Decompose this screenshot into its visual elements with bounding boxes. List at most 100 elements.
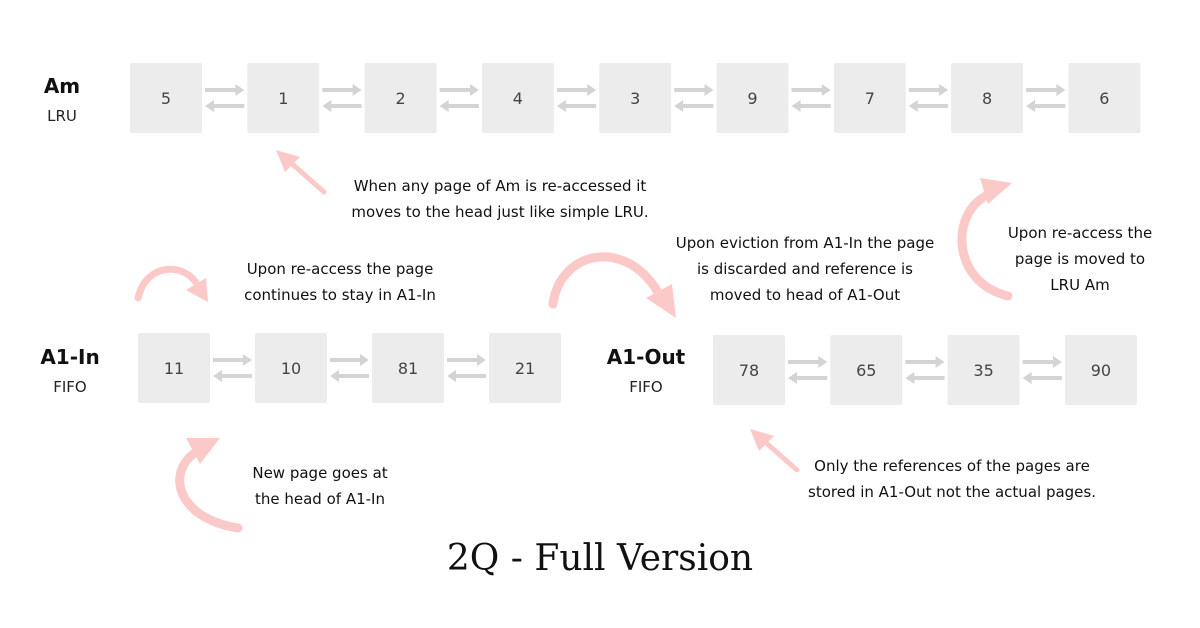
am-page-box: [833, 63, 906, 133]
am-page-label: 2: [396, 89, 406, 108]
a1in-page-box: [372, 333, 444, 403]
am-page-label: 4: [513, 89, 523, 108]
a1in-connector: [213, 354, 252, 382]
am-page-label: 5: [161, 89, 171, 108]
callout-arrow-eviction: [548, 252, 676, 318]
a1out-page-label: 90: [1091, 361, 1111, 380]
note-am-reaccess-line-1: When any page of Am is re-accessed it: [353, 177, 647, 195]
note-a1out-reaccess-line-2: page is moved to: [1014, 250, 1146, 268]
am-page-box: [951, 63, 1024, 133]
am-page-node: 2: [364, 63, 437, 133]
am-page-node: 4: [481, 63, 554, 133]
a1out-page-node: 90: [1064, 335, 1137, 405]
a1out-connector: [1022, 356, 1062, 384]
am-connector: [791, 84, 831, 112]
am-page-box: [247, 63, 320, 133]
a1out-page-label: 35: [973, 361, 993, 380]
am-page-box: [599, 63, 672, 133]
a1in-page-node: 10: [255, 333, 327, 403]
am-page-node: 6: [1068, 63, 1141, 133]
note-eviction-line-3: moved to head of A1-Out: [709, 286, 901, 304]
a1out-page-box: [947, 335, 1020, 405]
callout-arrow-am-head: [276, 150, 327, 195]
am-page-label: 7: [865, 89, 875, 108]
a1in-page-box: [489, 333, 561, 403]
am-page-node: 3: [599, 63, 672, 133]
diagram-title: 2Q - Full Version: [446, 538, 754, 579]
note-a1out-reaccess-line-1: Upon re-access the: [1007, 224, 1153, 242]
a1in-connector: [330, 354, 369, 382]
a1out-page-box: [1064, 335, 1137, 405]
a1out-page-label: 65: [856, 361, 876, 380]
a1out-page-box: [830, 335, 903, 405]
note-a1out-reaccess: Upon re-access the page is moved to LRU …: [1000, 220, 1160, 298]
am-page-node: 7: [833, 63, 906, 133]
am-connector: [322, 84, 362, 112]
queue-a1in-name: A1-In: [40, 345, 100, 369]
a1in-page-node: 81: [372, 333, 444, 403]
a1in-page-label: 10: [281, 359, 301, 378]
queue-a1out-name: A1-Out: [606, 345, 686, 369]
am-page-node: 1: [247, 63, 320, 133]
note-eviction-line-1: Upon eviction from A1-In the page: [675, 234, 935, 252]
a1in-page-box: [138, 333, 210, 403]
note-references-only: Only the references of the pages are sto…: [782, 453, 1122, 505]
a1in-page-label: 81: [398, 359, 418, 378]
am-page-label: 8: [982, 89, 992, 108]
note-a1out-reaccess-line-3: LRU Am: [1050, 276, 1110, 294]
queue-am-policy: LRU: [47, 107, 77, 125]
a1out-page-label: 78: [739, 361, 759, 380]
a1in-page-label: 11: [164, 359, 184, 378]
am-page-label: 6: [1099, 89, 1109, 108]
callout-arrow-a1out-references: [750, 429, 800, 473]
am-page-box: [1068, 63, 1141, 133]
a1in-page-box: [255, 333, 327, 403]
am-connector: [205, 84, 245, 112]
note-eviction-line-2: is discarded and reference is: [697, 260, 913, 278]
a1out-connector: [905, 356, 945, 384]
note-references-only-line-1: Only the references of the pages are: [814, 457, 1090, 475]
callout-arrow-a1in-reaccess: [134, 265, 208, 302]
am-page-box: [481, 63, 554, 133]
a1in-page-node: 11: [138, 333, 210, 403]
am-page-box: [364, 63, 437, 133]
a1in-connector: [447, 354, 486, 382]
am-page-label: 3: [630, 89, 640, 108]
note-new-page: New page goes at the head of A1-In: [230, 460, 410, 512]
callout-arrows-layer: [134, 150, 1013, 533]
queue-am-name: Am: [43, 74, 81, 98]
note-a1in-reaccess-line-2: continues to stay in A1-In: [244, 286, 436, 304]
a1out-page-node: 35: [947, 335, 1020, 405]
note-new-page-line-1: New page goes at: [252, 464, 388, 482]
note-eviction: Upon eviction from A1-In the page is dis…: [650, 230, 960, 308]
callout-arrow-a1out-to-am: [957, 178, 1013, 301]
queue-a1in-policy: FIFO: [53, 378, 87, 396]
note-am-reaccess-line-2: moves to the head just like simple LRU.: [351, 203, 649, 221]
am-page-node: 9: [716, 63, 789, 133]
a1out-connector: [788, 356, 828, 384]
am-connector: [556, 84, 597, 112]
note-a1in-reaccess-line-1: Upon re-access the page: [246, 260, 434, 278]
am-page-label: 1: [278, 89, 288, 108]
am-page-box: [130, 63, 202, 133]
am-connector: [674, 84, 714, 112]
am-connector: [439, 84, 479, 112]
am-page-box: [716, 63, 789, 133]
note-a1in-reaccess: Upon re-access the page continues to sta…: [200, 256, 480, 308]
a1in-page-label: 21: [515, 359, 535, 378]
a1in-page-node: 21: [489, 333, 561, 403]
note-references-only-line-2: stored in A1-Out not the actual pages.: [808, 483, 1096, 501]
am-page-node: 8: [951, 63, 1024, 133]
callout-arrow-new-page: [175, 438, 243, 533]
am-connector: [1026, 84, 1066, 112]
a1out-page-box: [713, 335, 785, 405]
a1out-page-node: 65: [830, 335, 903, 405]
a1out-page-node: 78: [713, 335, 785, 405]
am-connector: [908, 84, 949, 112]
am-page-label: 9: [747, 89, 757, 108]
note-new-page-line-2: the head of A1-In: [255, 490, 385, 508]
note-am-reaccess: When any page of Am is re-accessed it mo…: [300, 173, 700, 225]
connectors-layer: [205, 84, 1066, 384]
